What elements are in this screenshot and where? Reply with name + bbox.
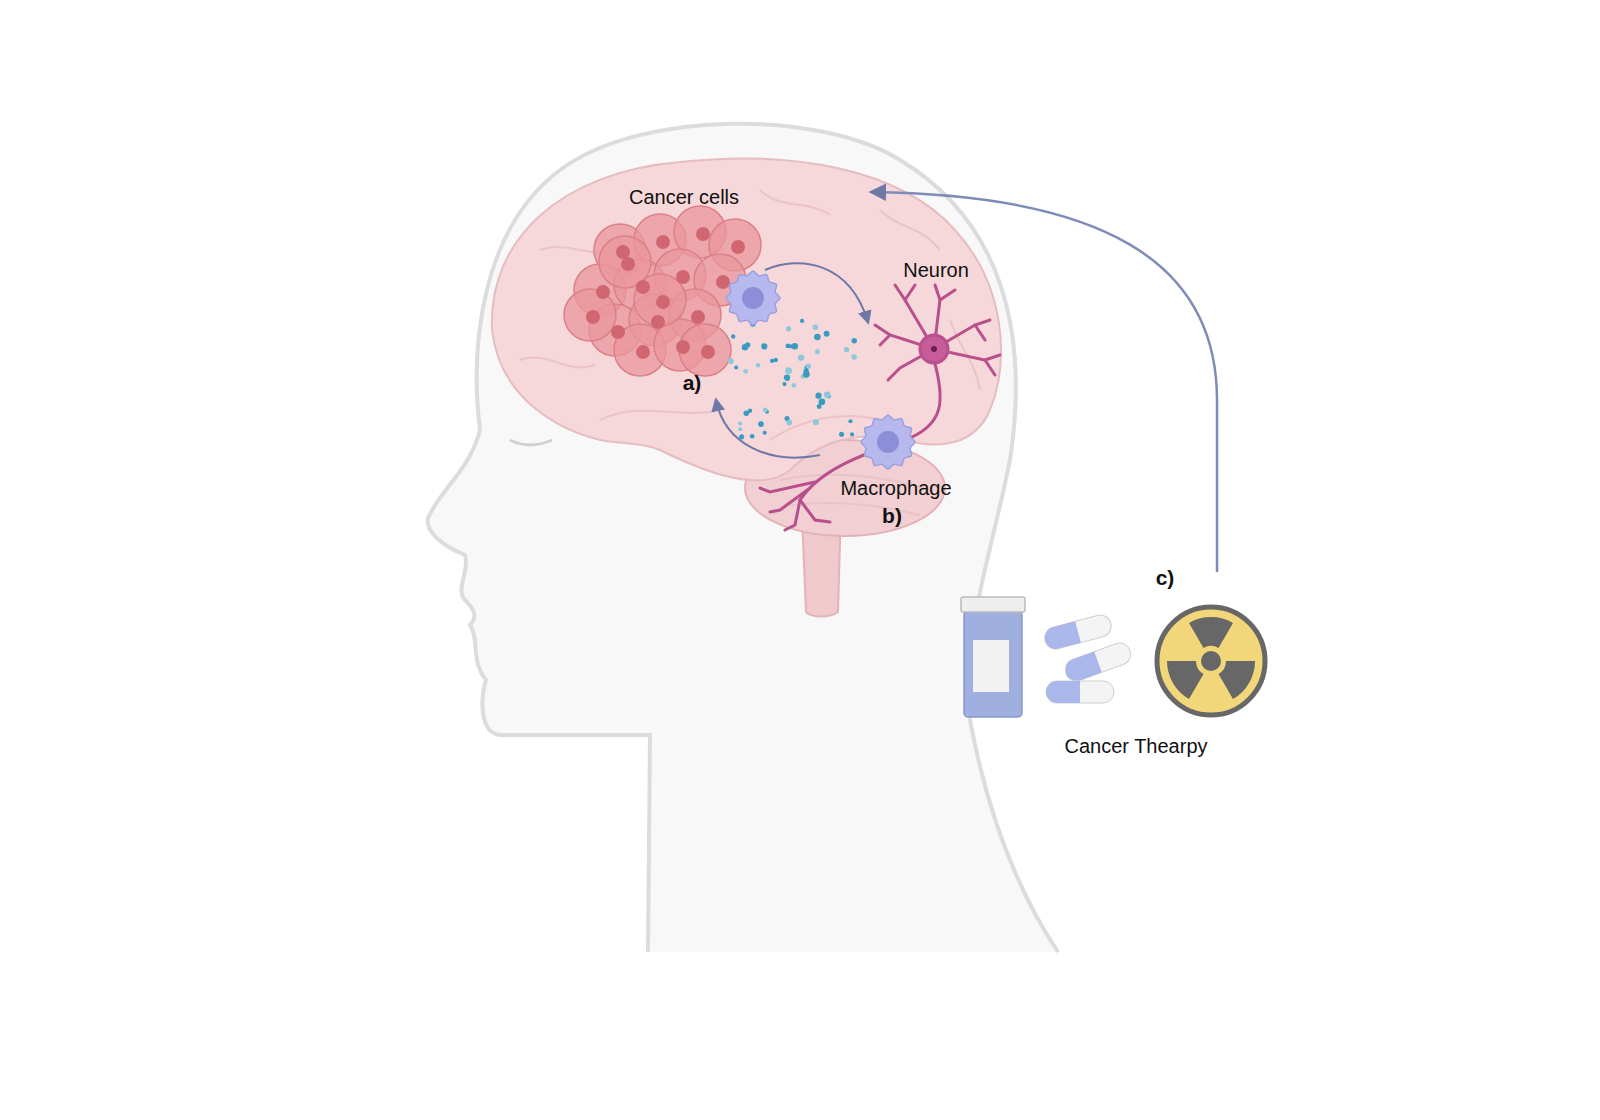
signal-dot [791, 383, 796, 388]
macrophages [726, 271, 915, 469]
signal-dot [750, 434, 755, 439]
signal-dot [798, 354, 804, 360]
cell-nucleus [676, 270, 690, 284]
signal-dot [813, 324, 819, 330]
cell-nucleus [636, 280, 650, 294]
cell-nucleus [676, 340, 690, 354]
closed-eye [510, 440, 552, 445]
signal-dot [848, 419, 852, 423]
cell-nucleus [596, 285, 610, 299]
signal-dot [728, 358, 734, 364]
cycle-arrow [765, 263, 868, 322]
cell-nucleus [621, 257, 635, 271]
macrophage-nucleus [742, 287, 764, 309]
signal-dot [773, 358, 777, 362]
signal-dot [782, 382, 786, 386]
signal-dot [743, 410, 749, 416]
capsules [1042, 613, 1133, 703]
signal-dot [813, 419, 819, 425]
cell-nucleus [616, 245, 630, 259]
capsule [1042, 613, 1113, 652]
signal-dot [738, 427, 742, 431]
signal-dot [734, 365, 738, 369]
head-outline [428, 124, 1058, 952]
signal-dot [787, 420, 793, 426]
signal-dot [844, 347, 849, 352]
signal-dot [814, 334, 821, 341]
signal-dot [789, 344, 793, 348]
cell-nucleus [696, 227, 710, 241]
signal-dot [824, 331, 830, 337]
signal-dot [850, 432, 854, 436]
signal-molecules [728, 319, 857, 440]
signal-dot [739, 434, 744, 439]
signal-dot [745, 342, 750, 347]
signal-dot [763, 431, 767, 435]
radiation-blade [1189, 617, 1233, 648]
brain [492, 159, 1001, 617]
therapy-arrow [872, 192, 1217, 572]
panel-letter: a) [683, 370, 702, 395]
signal-dot [761, 343, 767, 349]
macrophage-label: Macrophage [840, 476, 951, 500]
cell-nucleus [656, 235, 670, 249]
radiation-symbol [1157, 607, 1265, 715]
signal-dot [819, 398, 826, 405]
pill-bottle [961, 597, 1025, 717]
cancer-cell [564, 289, 616, 341]
signal-dot [743, 369, 748, 374]
cell-nucleus [611, 325, 625, 339]
cell-nucleus [716, 275, 730, 289]
cell-nucleus [656, 295, 670, 309]
neuron [760, 285, 1000, 530]
signal-dot [763, 408, 768, 413]
signal-dot [824, 392, 831, 399]
signal-dot [785, 367, 792, 374]
signal-dot [784, 374, 790, 380]
therapy-label: Cancer Thearpy [1064, 734, 1207, 758]
cell-nucleus [586, 310, 600, 324]
cell-nucleus [651, 315, 665, 329]
cell-nucleus [701, 345, 715, 359]
radiation-blade [1167, 661, 1204, 699]
neuron-label: Neuron [903, 258, 969, 282]
macrophage [726, 271, 780, 325]
signal-dot [786, 326, 791, 331]
cell-nucleus [691, 310, 705, 324]
cell-nucleus [731, 240, 745, 254]
macrophage-nucleus [877, 431, 899, 453]
panel-letter: c) [1156, 565, 1175, 590]
capsule [1062, 640, 1133, 684]
cell-nucleus [636, 345, 650, 359]
signal-dot [758, 421, 764, 427]
signal-dot [770, 359, 774, 363]
cycle-arrow [716, 400, 820, 458]
signal-dot [803, 371, 810, 378]
signal-dot [839, 432, 844, 437]
radiation-blade [1219, 661, 1256, 699]
signal-dot [851, 354, 856, 359]
signal-dot [731, 334, 735, 338]
signal-dot [738, 421, 742, 425]
cancer-label: Cancer cells [629, 185, 739, 209]
macrophage [861, 415, 915, 469]
capsule [1046, 681, 1114, 703]
signal-dot [852, 338, 857, 343]
signal-dot [815, 392, 821, 398]
signal-dot [800, 319, 804, 323]
signal-dot [756, 363, 761, 368]
panel-letter: b) [882, 503, 902, 528]
signal-dot [815, 349, 820, 354]
signal-dot [806, 364, 811, 369]
